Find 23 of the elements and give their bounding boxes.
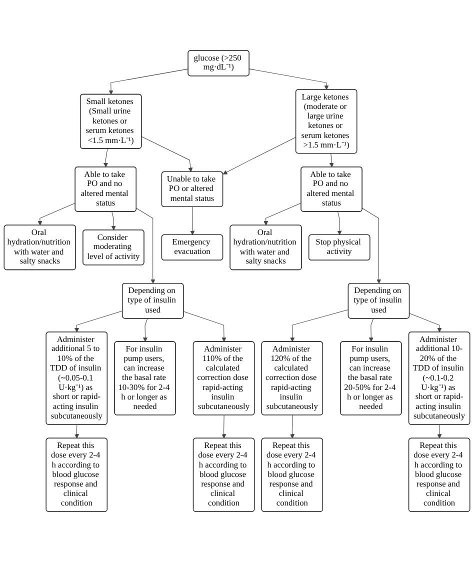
arrow <box>108 68 189 95</box>
arrow <box>103 148 108 168</box>
arrow <box>74 424 80 439</box>
arrow <box>190 206 195 236</box>
arrow <box>329 153 334 168</box>
arrow <box>290 414 295 439</box>
arrow <box>38 202 76 226</box>
arrow <box>409 313 442 332</box>
arrow <box>290 309 349 342</box>
arrow <box>183 311 226 342</box>
arrow <box>368 318 374 342</box>
arrow <box>222 136 296 174</box>
arrow <box>111 212 116 230</box>
arrow <box>264 202 302 226</box>
arrow <box>362 208 382 284</box>
arrow <box>141 136 193 172</box>
arrow <box>142 318 148 342</box>
arrow <box>136 208 156 284</box>
arrow <box>437 424 442 439</box>
arrow <box>249 68 329 90</box>
arrow <box>337 212 342 236</box>
arrow <box>222 414 226 439</box>
arrow <box>74 310 123 332</box>
